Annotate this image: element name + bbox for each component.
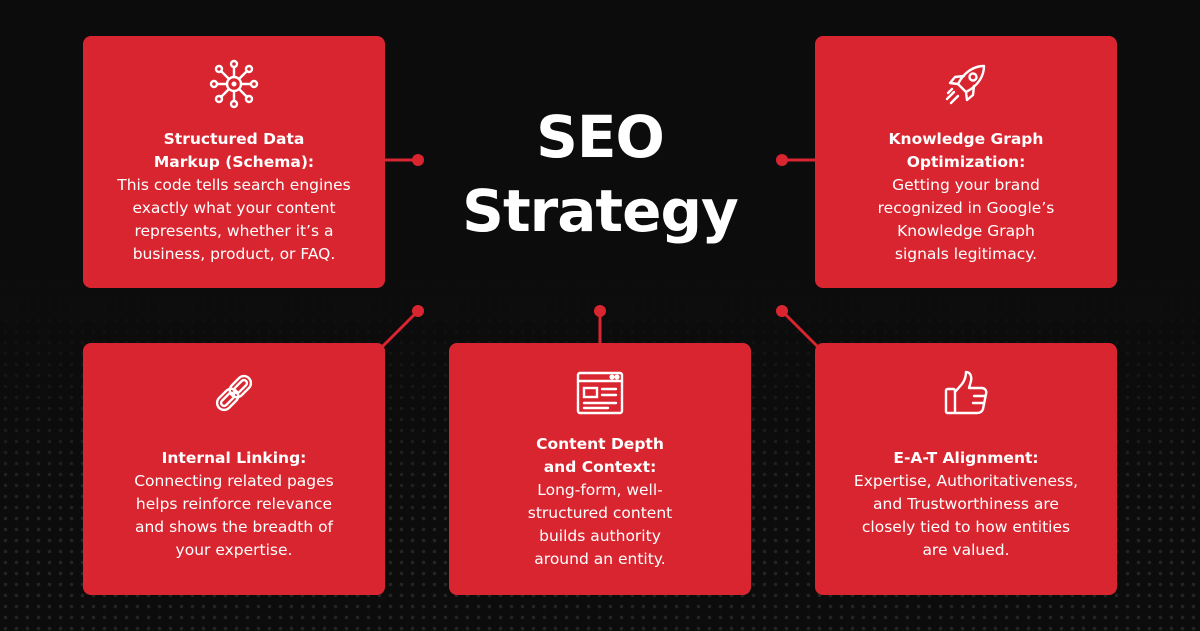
card-heading: Structured Data Markup (Schema): <box>153 130 315 171</box>
connector-line-eat <box>780 309 820 349</box>
connector-line-internal-linking <box>380 309 420 349</box>
card-heading: Internal Linking: <box>161 449 307 467</box>
card-heading: Content Depth and Context: <box>536 435 664 476</box>
card-eat-alignment: E-A-T Alignment: Expertise, Authoritativ… <box>815 343 1117 595</box>
card-body: Connecting related pages helps reinforce… <box>134 472 334 559</box>
network-hub-icon <box>206 56 262 112</box>
thumbs-up-icon <box>938 365 994 421</box>
connector-dot-internal-linking <box>412 305 424 317</box>
connector-dot-content-depth <box>594 305 606 317</box>
connector-dot-schema <box>412 154 424 166</box>
card-heading: E-A-T Alignment: <box>893 449 1039 467</box>
card-heading: Knowledge Graph Optimization: <box>888 130 1044 171</box>
chain-link-icon <box>206 365 262 421</box>
rocket-icon <box>938 56 994 112</box>
card-body: Expertise, Authoritativeness, and Trustw… <box>853 472 1079 559</box>
card-internal-linking: Internal Linking: Connecting related pag… <box>83 343 385 595</box>
webpage-layout-icon <box>572 365 628 421</box>
page-title: SEO Strategy <box>462 103 739 245</box>
connector-dot-eat <box>776 305 788 317</box>
connector-dot-knowledge-graph <box>776 154 788 166</box>
card-knowledge-graph: Knowledge Graph Optimization: Getting yo… <box>815 36 1117 288</box>
card-body: Long-form, well- structured content buil… <box>527 481 673 568</box>
card-body: This code tells search engines exactly w… <box>117 176 351 263</box>
card-body: Getting your brand recognized in Google’… <box>877 176 1055 263</box>
card-content-depth: Content Depth and Context: Long-form, we… <box>449 343 751 595</box>
card-structured-data: Structured Data Markup (Schema): This co… <box>83 36 385 288</box>
